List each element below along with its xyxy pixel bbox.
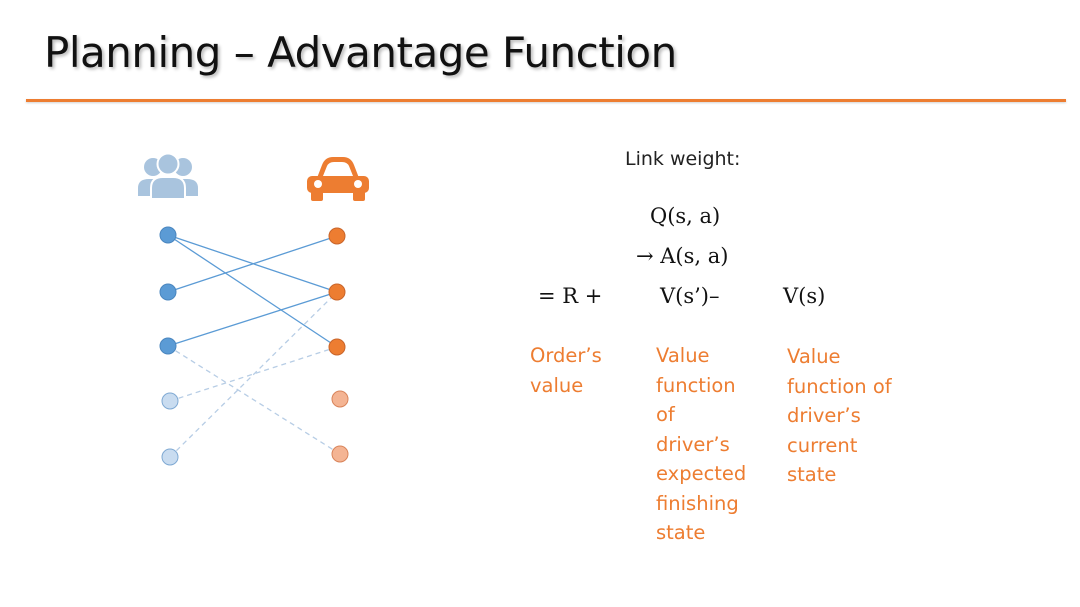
formula-current-value-term: V(s) — [783, 284, 826, 308]
driver-node-inactive — [331, 445, 349, 463]
user-node-inactive — [161, 448, 179, 466]
dashed-link — [167, 345, 341, 455]
annotation-order-value: Order’s value — [530, 344, 602, 397]
user-node — [159, 283, 177, 301]
driver-node — [328, 338, 346, 356]
dashed-link — [169, 291, 338, 458]
formula-next-value-term: V(s’)– — [660, 284, 720, 308]
driver-node — [328, 283, 346, 301]
driver-node-inactive — [331, 390, 349, 408]
dashed-links — [167, 291, 341, 458]
formula-advantage: → A(s, a) — [636, 244, 729, 268]
formula-q-value: Q(s, a) — [650, 204, 721, 228]
formula-reward-term: = R + — [538, 284, 603, 308]
solid-link — [167, 234, 338, 348]
car-icon — [307, 157, 369, 201]
title-underline — [26, 99, 1066, 102]
driver-node — [328, 227, 346, 245]
solid-link — [167, 235, 338, 293]
solid-link — [167, 291, 338, 347]
dashed-link — [169, 346, 338, 402]
annotation-current-state-value: Value function of driver’s current state — [787, 345, 892, 486]
user-nodes — [159, 226, 179, 466]
user-node-inactive — [161, 392, 179, 410]
user-node — [159, 226, 177, 244]
slide-title: Planning – Advantage Function — [44, 28, 677, 77]
link-weight-label: Link weight: — [625, 148, 741, 170]
user-node — [159, 337, 177, 355]
solid-links — [167, 234, 338, 348]
annotation-expected-state-value: Value function of driver’s expected fini… — [656, 344, 747, 544]
driver-nodes — [328, 227, 349, 463]
users-group-icon — [138, 152, 198, 200]
